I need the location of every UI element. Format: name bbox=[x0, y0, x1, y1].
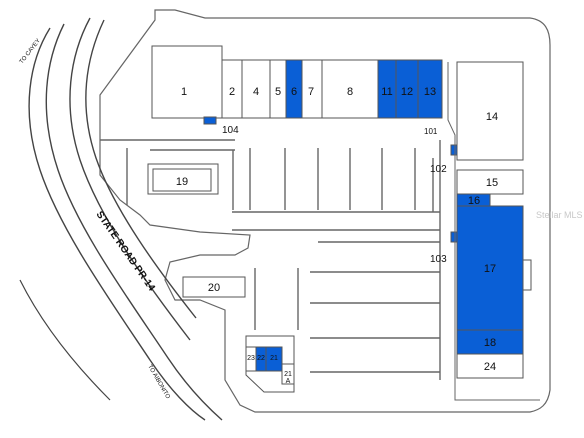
unit-2-label: 2 bbox=[229, 86, 235, 98]
road-edge-4 bbox=[85, 19, 197, 319]
unit-8[interactable] bbox=[321, 59, 379, 119]
unit-4[interactable] bbox=[241, 59, 271, 119]
unit-104-box[interactable] bbox=[203, 116, 217, 125]
unit-23-label: 23 bbox=[247, 355, 255, 362]
unit-103-label: 103 bbox=[430, 254, 447, 265]
unit-4-label: 4 bbox=[253, 86, 259, 98]
unit-7-label: 7 bbox=[308, 86, 314, 98]
unit-5-label: 5 bbox=[275, 86, 281, 98]
unit-8-label: 8 bbox=[347, 86, 353, 98]
unit-6-label: 6 bbox=[291, 86, 297, 98]
unit-104-label: 104 bbox=[222, 125, 239, 136]
unit-102-label: 102 bbox=[430, 164, 447, 175]
unit-18-label: 18 bbox=[484, 337, 496, 349]
parking-lines bbox=[100, 139, 441, 380]
unit-14-label: 14 bbox=[486, 111, 498, 123]
unit-12-label: 12 bbox=[401, 86, 413, 98]
unit-101-label: 101 bbox=[424, 127, 438, 136]
small-box-102 bbox=[450, 144, 458, 156]
to-aibonito-label: TO AIBONITO bbox=[146, 364, 170, 400]
unit-24[interactable] bbox=[456, 353, 524, 379]
small-box-103 bbox=[450, 231, 458, 243]
unit-21-label: 21 bbox=[270, 355, 278, 362]
road-edge-5 bbox=[19, 279, 111, 401]
unit-21[interactable] bbox=[265, 346, 283, 372]
road-edge-2 bbox=[45, 23, 223, 421]
unit-1[interactable] bbox=[151, 45, 223, 119]
unit-24-label: 24 bbox=[484, 361, 496, 373]
side-tab bbox=[522, 259, 532, 291]
unit-11-label: 11 bbox=[381, 86, 392, 98]
unit-14[interactable] bbox=[456, 61, 524, 161]
unit-19[interactable] bbox=[152, 168, 212, 192]
road-edge-1 bbox=[28, 27, 206, 421]
unit-22-label: 22 bbox=[257, 355, 265, 362]
road-edge-3 bbox=[69, 17, 191, 341]
unit-19-outer bbox=[147, 163, 219, 195]
watermark: Stellar MLS bbox=[536, 210, 583, 220]
unit-20-label: 20 bbox=[208, 282, 220, 294]
unit-17[interactable] bbox=[456, 205, 524, 331]
unit-17-label: 17 bbox=[484, 263, 496, 275]
unit-16-label: 16 bbox=[468, 195, 480, 207]
right-rail bbox=[447, 62, 540, 401]
property-boundary bbox=[99, 9, 551, 413]
unit-15-label: 15 bbox=[486, 177, 498, 189]
unit-1-label: 1 bbox=[181, 86, 187, 98]
unit-19-label: 19 bbox=[176, 176, 188, 188]
cluster-outline bbox=[245, 335, 295, 393]
unit-13-label: 13 bbox=[424, 86, 436, 98]
unit-13[interactable] bbox=[417, 59, 443, 119]
unit-20[interactable] bbox=[182, 276, 246, 298]
